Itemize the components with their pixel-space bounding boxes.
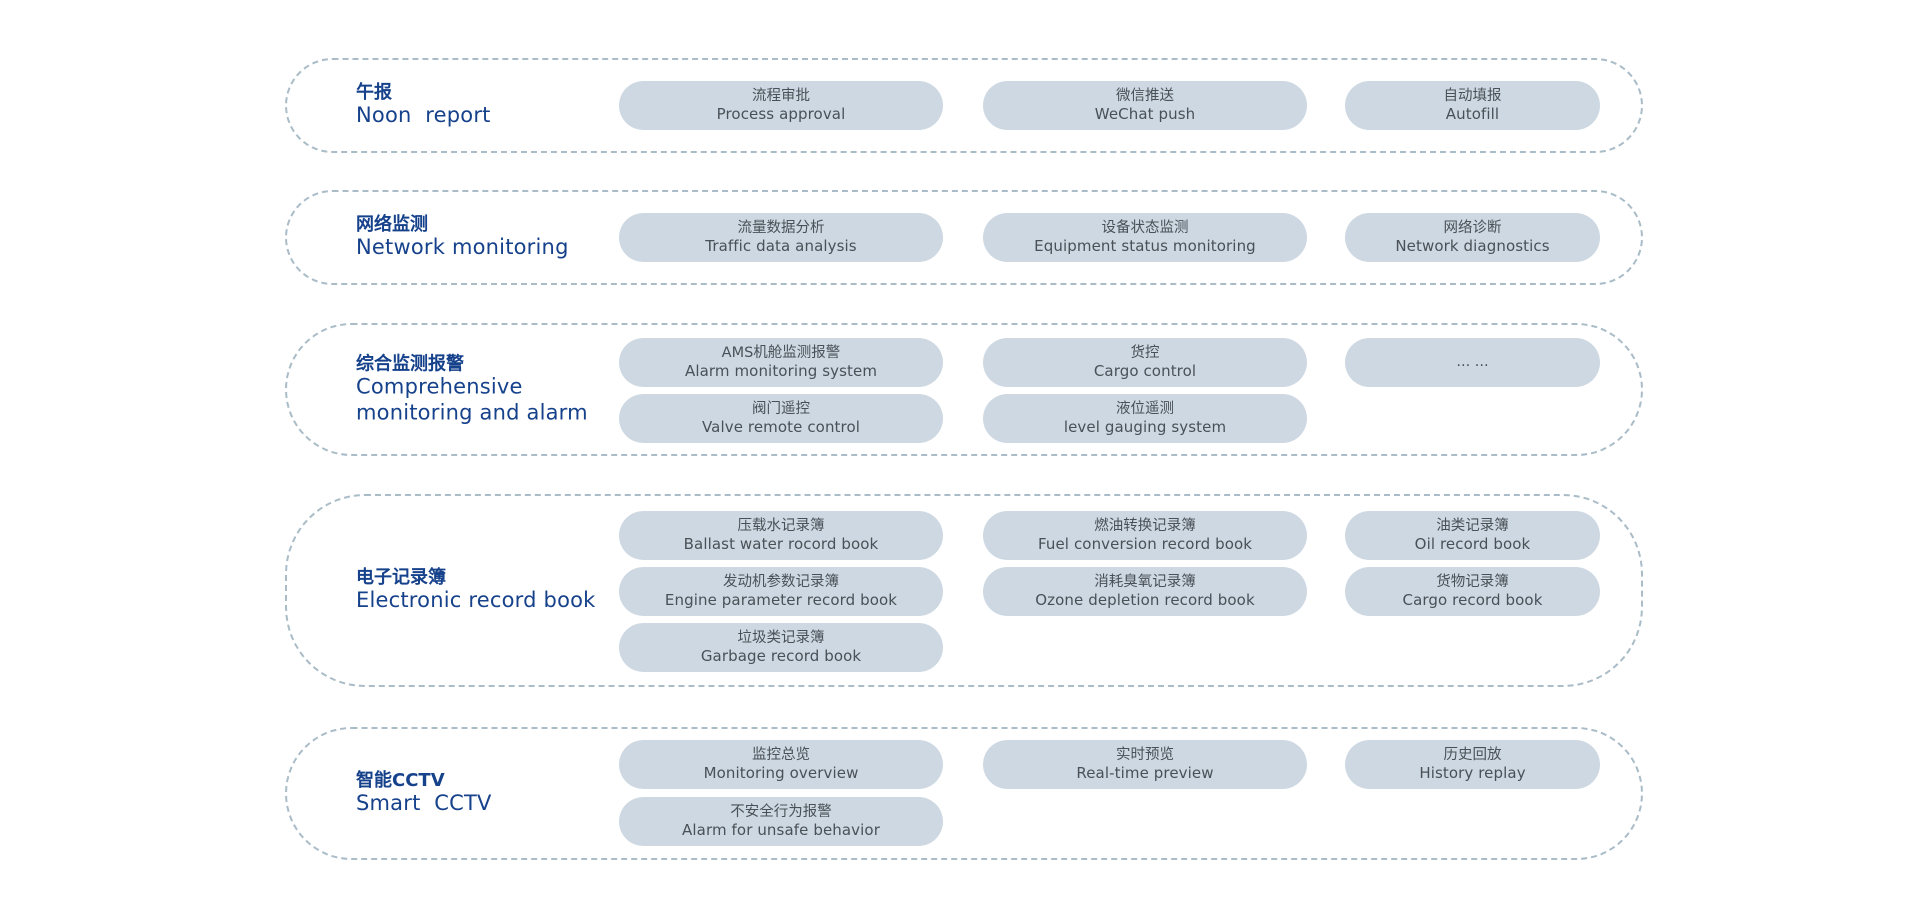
- item-fuel-conversion-record-book[interactable]: 燃油转换记录簿 Fuel conversion record book: [983, 511, 1307, 560]
- item-garbage-record-book[interactable]: 垃圾类记录簿 Garbage record book: [619, 623, 943, 672]
- item-label-zh: 设备状态监测: [1101, 220, 1189, 237]
- item-ozone-depletion-record-book[interactable]: 消耗臭氧记录簿 Ozone depletion record book: [983, 567, 1307, 616]
- item-traffic-data-analysis[interactable]: 流量数据分析 Traffic data analysis: [619, 213, 943, 262]
- item-alarm-monitoring-system[interactable]: AMS机舱监测报警 Alarm monitoring system: [619, 338, 943, 387]
- item-label-zh: AMS机舱监测报警: [721, 345, 841, 362]
- item-label-en: Cargo control: [1093, 362, 1197, 381]
- item-ballast-water-record-book[interactable]: 压载水记录簿 Ballast water rocord book: [619, 511, 943, 560]
- item-oil-record-book[interactable]: 油类记录簿 Oil record book: [1345, 511, 1600, 560]
- item-label-zh: 实时预览: [1116, 747, 1174, 764]
- group-title-zh: 午报: [356, 81, 392, 103]
- item-label-zh: 自动填报: [1443, 88, 1502, 105]
- item-label-en: Garbage record book: [700, 647, 862, 666]
- item-label-en: Engine parameter record book: [664, 591, 898, 610]
- item-label-zh: 消耗臭氧记录簿: [1094, 574, 1196, 591]
- item-label-zh: 流量数据分析: [737, 220, 825, 237]
- item-label-zh: 阀门遥控: [752, 401, 810, 418]
- item-autofill[interactable]: 自动填报 Autofill: [1345, 81, 1600, 130]
- item-label-zh: 网络诊断: [1443, 220, 1502, 237]
- item-valve-remote-control[interactable]: 阀门遥控 Valve remote control: [619, 394, 943, 443]
- item-label-zh: 压载水记录簿: [737, 518, 825, 535]
- item-label-en: Alarm for unsafe behavior: [682, 821, 880, 840]
- group-title-en: Electronic record book: [356, 588, 596, 613]
- group-title-en: Smart CCTV: [356, 791, 492, 816]
- item-level-gauging-system[interactable]: 液位遥测 level gauging system: [983, 394, 1307, 443]
- item-label-en: Oil record book: [1414, 535, 1531, 554]
- item-label-en: Fuel conversion record book: [1037, 535, 1253, 554]
- group-title-zh: 电子记录簿: [356, 566, 446, 588]
- group-title-en-line1: Comprehensive: [356, 374, 523, 399]
- group-label: 午报 Noon report: [356, 82, 491, 130]
- item-label-zh: 燃油转换记录簿: [1094, 518, 1196, 535]
- group-smart-cctv: 智能CCTV Smart CCTV: [285, 727, 1643, 860]
- group-label: 综合监测报警 Comprehensive monitoring and alar…: [356, 353, 588, 426]
- group-title-zh: 综合监测报警: [356, 352, 464, 374]
- group-comprehensive-monitoring: 综合监测报警 Comprehensive monitoring and alar…: [285, 323, 1643, 456]
- item-label-en: WeChat push: [1094, 105, 1196, 124]
- item-label-zh: 微信推送: [1116, 88, 1174, 105]
- group-title-zh: 网络监测: [356, 213, 428, 235]
- group-title-en-line2: monitoring and alarm: [356, 400, 588, 425]
- item-label-zh: 油类记录簿: [1436, 518, 1509, 535]
- group-label: 电子记录簿 Electronic record book: [356, 567, 596, 615]
- item-label-en: Equipment status monitoring: [1034, 237, 1256, 256]
- group-title-zh: 智能CCTV: [356, 769, 445, 791]
- item-label-en: Alarm monitoring system: [684, 362, 878, 381]
- group-label: 网络监测 Network monitoring: [356, 214, 569, 262]
- item-label-ellipsis: ... ...: [1456, 354, 1489, 371]
- group-network-monitoring: 网络监测 Network monitoring: [285, 190, 1643, 285]
- item-cargo-record-book[interactable]: 货物记录簿 Cargo record book: [1345, 567, 1600, 616]
- item-label-en: Network diagnostics: [1395, 237, 1550, 256]
- item-label-en: Ballast water rocord book: [683, 535, 879, 554]
- item-label-en: Autofill: [1445, 105, 1500, 124]
- item-real-time-preview[interactable]: 实时预览 Real-time preview: [983, 740, 1307, 789]
- item-label-zh: 液位遥测: [1116, 401, 1174, 418]
- item-label-zh: 发动机参数记录簿: [723, 574, 839, 591]
- group-label: 智能CCTV Smart CCTV: [356, 770, 492, 818]
- item-alarm-for-unsafe-behavior[interactable]: 不安全行为报警 Alarm for unsafe behavior: [619, 797, 943, 846]
- item-process-approval[interactable]: 流程审批 Process approval: [619, 81, 943, 130]
- item-label-zh: 货控: [1130, 345, 1160, 362]
- item-label-zh: 不安全行为报警: [730, 804, 832, 821]
- item-label-en: Real-time preview: [1076, 764, 1214, 783]
- item-label-zh: 监控总览: [752, 747, 810, 764]
- item-label-en: Cargo record book: [1402, 591, 1543, 610]
- item-wechat-push[interactable]: 微信推送 WeChat push: [983, 81, 1307, 130]
- item-label-zh: 流程审批: [752, 88, 810, 105]
- group-title-en: Network monitoring: [356, 235, 569, 260]
- item-cargo-control[interactable]: 货控 Cargo control: [983, 338, 1307, 387]
- item-label-en: Process approval: [716, 105, 846, 124]
- item-label-en: History replay: [1419, 764, 1526, 783]
- item-label-zh: 历史回放: [1443, 747, 1502, 764]
- item-more[interactable]: ... ...: [1345, 338, 1600, 387]
- group-electronic-record-book: 电子记录簿 Electronic record book: [285, 494, 1643, 687]
- item-label-en: Traffic data analysis: [705, 237, 857, 256]
- item-history-replay[interactable]: 历史回放 History replay: [1345, 740, 1600, 789]
- item-label-zh: 货物记录簿: [1436, 574, 1509, 591]
- item-label-en: level gauging system: [1063, 418, 1227, 437]
- item-label-zh: 垃圾类记录簿: [737, 630, 825, 647]
- item-monitoring-overview[interactable]: 监控总览 Monitoring overview: [619, 740, 943, 789]
- group-title-en: Noon report: [356, 103, 491, 128]
- item-equipment-status-monitoring[interactable]: 设备状态监测 Equipment status monitoring: [983, 213, 1307, 262]
- item-label-en: Ozone depletion record book: [1035, 591, 1255, 610]
- item-label-en: Valve remote control: [701, 418, 861, 437]
- group-noon-report: 午报 Noon report: [285, 58, 1643, 153]
- item-engine-parameter-record-book[interactable]: 发动机参数记录簿 Engine parameter record book: [619, 567, 943, 616]
- item-network-diagnostics[interactable]: 网络诊断 Network diagnostics: [1345, 213, 1600, 262]
- item-label-en: Monitoring overview: [703, 764, 859, 783]
